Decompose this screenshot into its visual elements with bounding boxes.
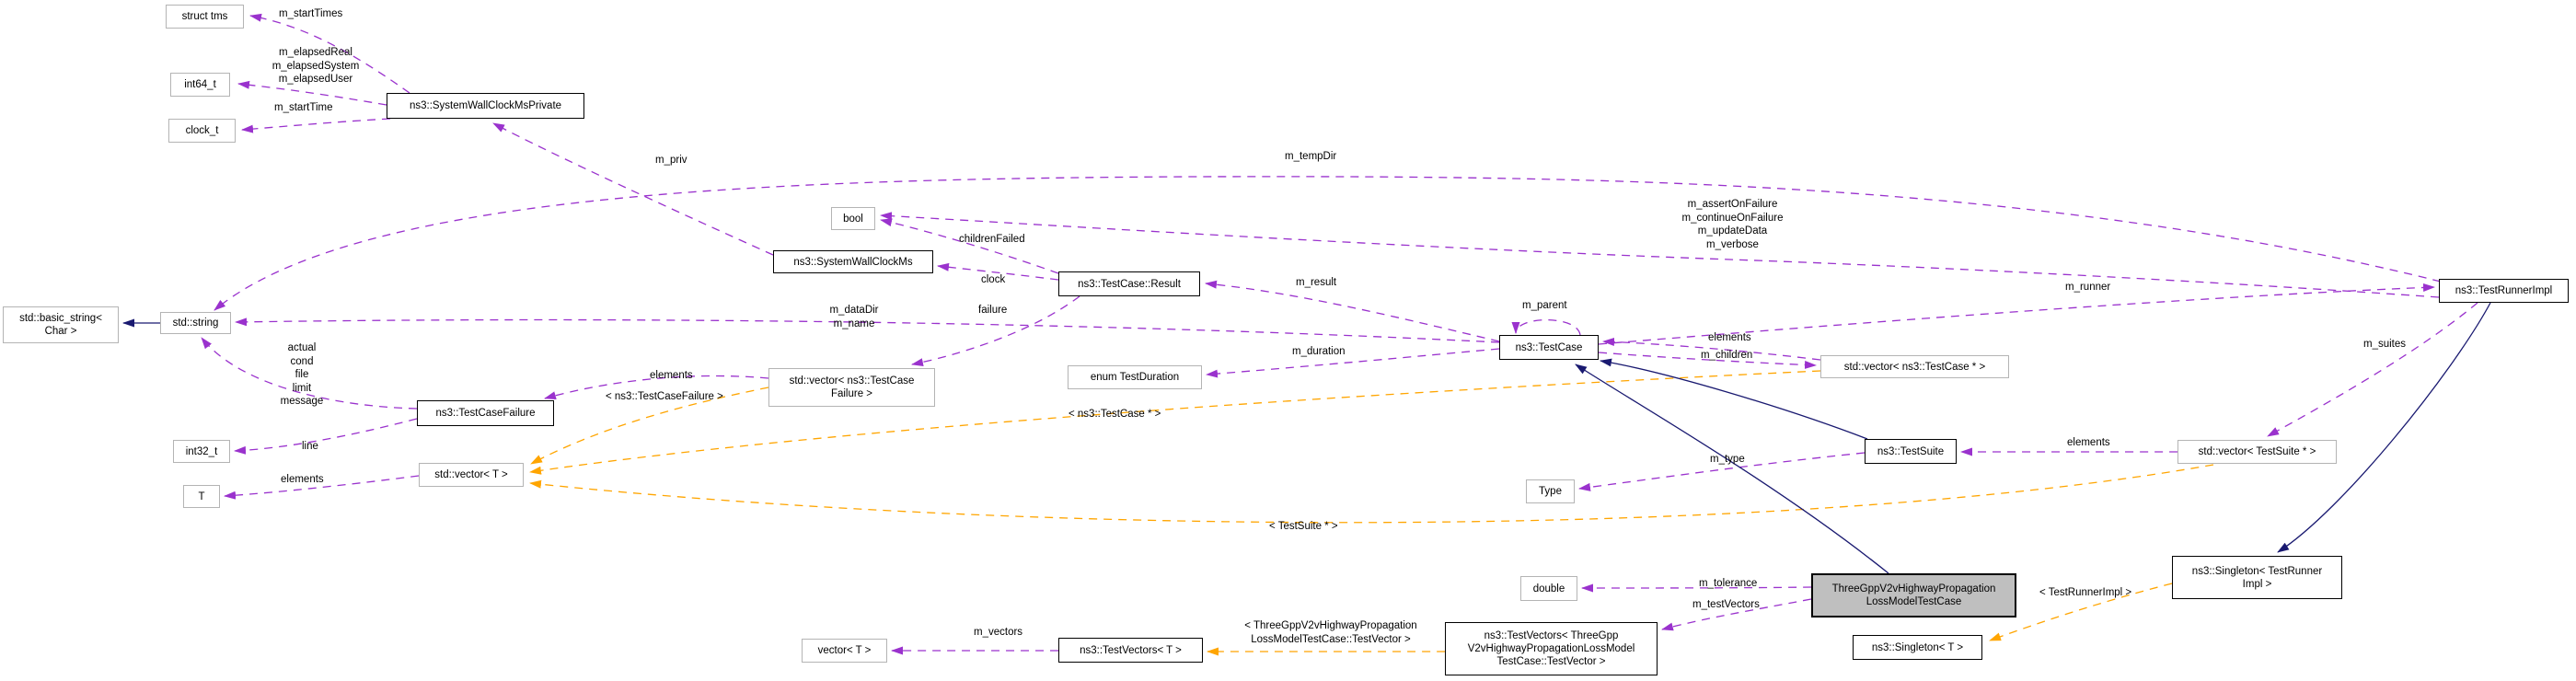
node-bool: bool bbox=[831, 207, 875, 230]
node-vector-T-bottom: vector< T > bbox=[802, 639, 887, 663]
edge-m-testVectors bbox=[1661, 598, 1812, 631]
edge-label-m-startTime: m_startTime bbox=[274, 102, 333, 113]
edge-label-template-testcasefailure: < ns3::TestCaseFailure > bbox=[606, 391, 723, 402]
edge-label-m-testVectors: m_testVectors bbox=[1692, 599, 1760, 610]
node-vector-testsuite-ptr: std::vector< TestSuite * > bbox=[2177, 440, 2337, 464]
node-double: double bbox=[1520, 576, 1577, 601]
edge-m-startTime bbox=[241, 118, 391, 133]
node-testcasefailure[interactable]: ns3::TestCaseFailure bbox=[417, 400, 554, 426]
edge-label-m-runner: m_runner bbox=[2065, 282, 2111, 293]
node-testcase-result[interactable]: ns3::TestCase::Result bbox=[1058, 271, 1200, 296]
edge-m-suites bbox=[2267, 302, 2478, 437]
edge-m-children bbox=[1598, 352, 1817, 369]
node-singleton-T[interactable]: ns3::Singleton< T > bbox=[1853, 635, 1982, 660]
edge-label-m-tempDir: m_tempDir bbox=[1285, 151, 1337, 162]
edge-line bbox=[234, 418, 418, 455]
node-testcase[interactable]: ns3::TestCase bbox=[1499, 335, 1599, 360]
edge-elements-tcf bbox=[544, 375, 769, 400]
edge-label-elements-testcase: elements bbox=[1708, 332, 1751, 343]
edge-m-tolerance bbox=[1581, 583, 1812, 593]
node-enum-testduration: enum TestDuration bbox=[1068, 365, 1202, 389]
edge-label-elements-tcf: elements bbox=[650, 370, 693, 381]
edge-label-elements-T: elements bbox=[281, 474, 324, 485]
edge-clock bbox=[937, 262, 1059, 281]
edge-label-m-children: m_children bbox=[1701, 350, 1753, 361]
node-clock-t: clock_t bbox=[168, 119, 236, 143]
edge-label-clock: clock bbox=[981, 274, 1006, 285]
node-testrunnerimpl[interactable]: ns3::TestRunnerImpl bbox=[2439, 279, 2569, 303]
edge-label-m-result: m_result bbox=[1296, 277, 1337, 288]
node-testvectors-testvector[interactable]: ns3::TestVectors< ThreeGpp V2vHighwayPro… bbox=[1445, 622, 1658, 675]
node-type: Type bbox=[1526, 479, 1575, 503]
node-basic-string: std::basic_string< Char > bbox=[3, 306, 119, 343]
edge-label-template-testcase-ptr: < ns3::TestCase * > bbox=[1069, 409, 1161, 420]
edge-childrenFailed bbox=[880, 218, 1059, 274]
node-int32-t: int32_t bbox=[173, 440, 230, 463]
edge-template-testrunnerimpl bbox=[1989, 583, 2173, 641]
edge-actual-cond-file bbox=[201, 337, 418, 410]
node-std-string: std::string bbox=[160, 312, 231, 334]
edge-m-result bbox=[1205, 280, 1500, 342]
node-T: T bbox=[183, 485, 220, 508]
edge-template-testcasefailure bbox=[530, 387, 769, 465]
node-testsuite[interactable]: ns3::TestSuite bbox=[1865, 439, 1957, 464]
edge-label-m-priv: m_priv bbox=[655, 155, 687, 166]
edge-inherit-current-testcase bbox=[1575, 364, 1889, 574]
edge-m-duration bbox=[1206, 348, 1500, 378]
edge-label-m-suites: m_suites bbox=[2363, 339, 2407, 350]
edge-m-type bbox=[1578, 452, 1866, 491]
edge-label-m-parent: m_parent bbox=[1522, 300, 1567, 311]
edge-label-m-vectors: m_vectors bbox=[974, 627, 1023, 638]
node-testvectors-T[interactable]: ns3::TestVectors< T > bbox=[1058, 638, 1203, 663]
node-struct-tms: struct tms bbox=[166, 5, 244, 29]
node-int64-t: int64_t bbox=[170, 73, 230, 97]
edge-label-m-assert-flags: m_assertOnFailure m_continueOnFailure m_… bbox=[1681, 199, 1784, 250]
node-singleton-testrunnerimpl[interactable]: ns3::Singleton< TestRunner Impl > bbox=[2172, 556, 2342, 599]
edge-inherit-runner-singleton bbox=[2277, 302, 2491, 553]
edge-label-template-testvector: < ThreeGppV2vHighwayPropagation LossMode… bbox=[1244, 620, 1417, 645]
edge-m-dataDir bbox=[235, 317, 1500, 343]
edge-label-m-startTimes: m_startTimes bbox=[279, 8, 343, 19]
node-std-vector-T: std::vector< T > bbox=[419, 463, 524, 487]
edge-m-elapsed bbox=[237, 80, 387, 106]
edge-label-m-elapsed: m_elapsedReal m_elapsedSystem m_elapsedU… bbox=[271, 47, 360, 85]
edge-label-failure: failure bbox=[978, 305, 1008, 316]
edge-m-tempDir bbox=[214, 176, 2442, 311]
edge-label-actual-cond-file-limit-message: actual cond file limit message bbox=[280, 342, 324, 407]
edge-label-childrenFailed: childrenFailed bbox=[959, 234, 1025, 245]
node-vector-testcasefailure: std::vector< ns3::TestCase Failure > bbox=[768, 368, 935, 407]
node-vector-testcase-ptr: std::vector< ns3::TestCase * > bbox=[1820, 355, 2009, 378]
edge-label-m-duration: m_duration bbox=[1292, 346, 1346, 357]
node-systemwallclockms[interactable]: ns3::SystemWallClockMs bbox=[773, 250, 933, 273]
edge-label-line: line bbox=[302, 441, 318, 452]
edge-template-testcase-ptr bbox=[529, 370, 1821, 475]
edge-m-assert-flags bbox=[880, 212, 2440, 298]
edge-label-m-dataDir-m-name: m_dataDir m_name bbox=[829, 305, 879, 329]
edge-label-template-testsuite-ptr: < TestSuite * > bbox=[1269, 521, 1338, 532]
node-threegppv2vhighwaypropagationlossmodeltestcase: ThreeGppV2vHighwayPropagation LossModelT… bbox=[1811, 573, 2016, 618]
edge-template-testsuite-ptr bbox=[529, 464, 2214, 524]
edge-label-template-testrunnerimpl: < TestRunnerImpl > bbox=[2039, 587, 2132, 598]
edge-label-m-tolerance: m_tolerance bbox=[1699, 578, 1758, 589]
edge-label-elements-testsuite: elements bbox=[2067, 437, 2110, 448]
edge-label-m-type: m_type bbox=[1710, 454, 1745, 465]
edge-m-startTimes bbox=[249, 13, 410, 94]
edge-m-priv bbox=[492, 122, 774, 256]
node-systemwallclockmsprivate[interactable]: ns3::SystemWallClockMsPrivate bbox=[387, 93, 584, 119]
edge-failure bbox=[911, 295, 1080, 367]
edge-elements-testcase bbox=[1602, 337, 1821, 361]
edge-m-parent-selfloop bbox=[1511, 319, 1581, 336]
edge-m-runner bbox=[1598, 283, 2435, 345]
edge-inherit-testsuite-testcase bbox=[1600, 358, 1868, 440]
